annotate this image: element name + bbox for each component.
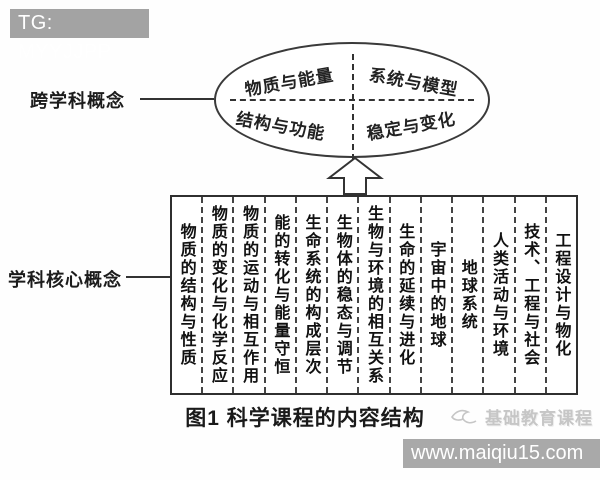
brand-logo-icon bbox=[451, 409, 477, 424]
quadrant-divider-vertical bbox=[352, 54, 354, 160]
core-concept-column: 物质的运动与相互作用 bbox=[234, 197, 266, 393]
site-url-bar: www.maiqiu15.com bbox=[403, 439, 600, 468]
tg-watermark-badge: TG: MYYJJPP bbox=[10, 9, 149, 63]
core-concept-text: 生物体的稳态与调节 bbox=[333, 214, 353, 376]
core-concept-column: 人类活动与环境 bbox=[484, 197, 516, 393]
core-concept-column: 物质的结构与性质 bbox=[172, 197, 204, 393]
concept-systems-models: 系统与模型 bbox=[367, 65, 460, 101]
core-concept-text: 物质的结构与性质 bbox=[177, 223, 197, 367]
core-concept-text: 人类活动与环境 bbox=[489, 232, 509, 358]
brand-name: 基础教育课程 bbox=[485, 409, 593, 428]
core-concept-text: 地球系统 bbox=[458, 259, 478, 331]
core-concepts-connector-line bbox=[126, 276, 170, 278]
core-concept-text: 物质的变化与化学反应 bbox=[208, 205, 228, 385]
core-concept-column: 能的转化与能量守恒 bbox=[266, 197, 297, 393]
concept-matter-energy: 物质与能量 bbox=[243, 65, 336, 101]
figure-caption: 图1 科学课程的内容结构 bbox=[185, 407, 425, 430]
brand-watermark: 基础教育课程 bbox=[450, 404, 593, 429]
cross-concepts-ellipse: 物质与能量 系统与模型 结构与功能 稳定与变化 bbox=[214, 42, 490, 160]
core-concept-text: 宇宙中的地球 bbox=[427, 241, 447, 349]
concept-structure-function: 结构与功能 bbox=[234, 109, 327, 145]
core-concepts-box: 物质的结构与性质 物质的变化与化学反应 物质的运动与相互作用 能的转化与能量守恒… bbox=[170, 195, 578, 395]
core-concept-text: 生命的延续与进化 bbox=[396, 223, 416, 367]
core-concept-column: 技术、工程与社会 bbox=[516, 197, 547, 393]
core-concept-column: 宇宙中的地球 bbox=[422, 197, 454, 393]
concept-stability-change: 稳定与变化 bbox=[365, 109, 458, 145]
core-concept-text: 技术、工程与社会 bbox=[521, 223, 541, 367]
core-concept-text: 物质的运动与相互作用 bbox=[240, 205, 260, 385]
up-arrow-icon bbox=[326, 156, 384, 195]
core-concept-column: 生命的延续与进化 bbox=[391, 197, 422, 393]
core-concept-text: 生命系统的构成层次 bbox=[302, 214, 322, 376]
cross-concepts-connector-line bbox=[140, 98, 214, 100]
core-concept-column: 生物体的稳态与调节 bbox=[328, 197, 360, 393]
core-concept-column: 工程设计与物化 bbox=[547, 197, 576, 393]
core-concept-text: 能的转化与能量守恒 bbox=[271, 214, 291, 376]
core-concept-text: 工程设计与物化 bbox=[552, 232, 572, 358]
core-concept-text: 生物与环境的相互关系 bbox=[365, 205, 385, 385]
cross-concepts-label: 跨学科概念 bbox=[30, 91, 125, 111]
core-concept-column: 生命系统的构成层次 bbox=[297, 197, 329, 393]
core-concept-column: 物质的变化与化学反应 bbox=[203, 197, 235, 393]
core-concepts-label: 学科核心概念 bbox=[8, 270, 122, 290]
core-concept-column: 地球系统 bbox=[453, 197, 485, 393]
core-concept-column: 生物与环境的相互关系 bbox=[359, 197, 391, 393]
